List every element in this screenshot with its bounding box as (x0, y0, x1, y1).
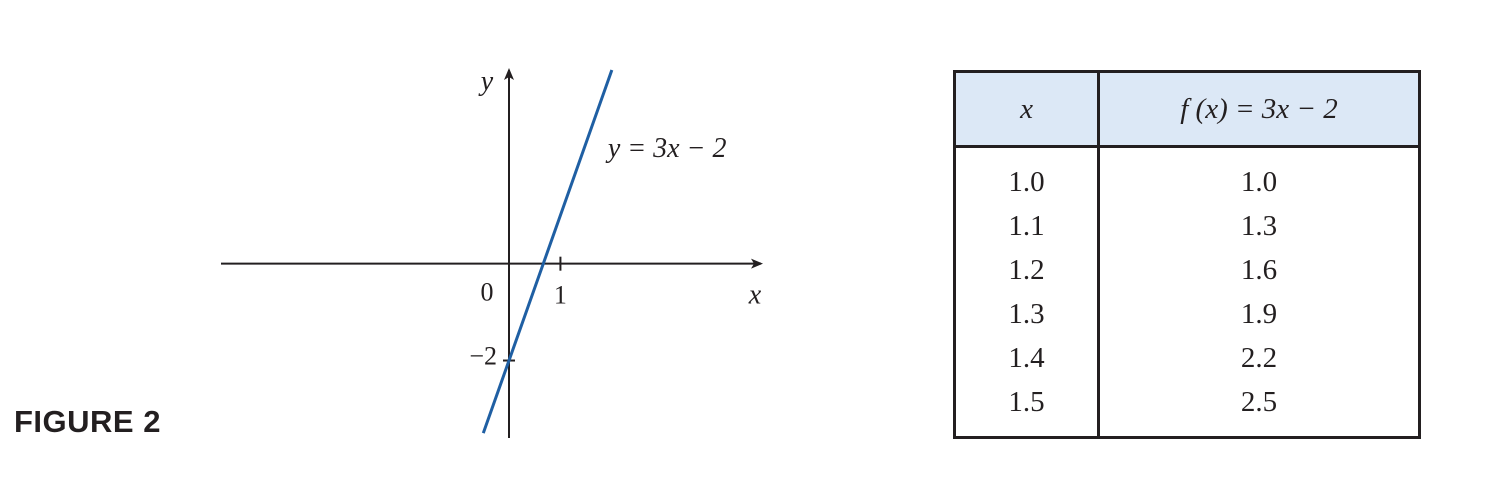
x-value-cell: 1.2 (954, 248, 1100, 292)
column-header-x: x (954, 71, 1100, 148)
table-row: 1.1 1.3 (954, 204, 1420, 248)
y-tick-label: −2 (469, 342, 497, 371)
x-value-cell: 1.5 (954, 380, 1100, 438)
table-row: 1.2 1.6 (954, 248, 1420, 292)
table-row: 1.4 2.2 (954, 336, 1420, 380)
fx-value-cell: 1.0 (1240, 165, 1278, 198)
fx-value-cell: 1.9 (1240, 297, 1278, 330)
origin-label: 0 (481, 278, 494, 307)
fx-value-cell: 2.2 (1240, 341, 1278, 374)
line-graph: 1 −2 0 x y y = 3x − 2 (221, 66, 763, 438)
series-label: y = 3x − 2 (605, 133, 727, 164)
fx-value-cell: 2.5 (1240, 385, 1278, 418)
table-row: 1.5 2.5 (954, 380, 1420, 438)
y-axis-label: y (478, 66, 494, 97)
x-tick-label: 1 (554, 281, 567, 310)
table-header-row: x f (x) = 3x − 2 (954, 71, 1420, 148)
series-line (481, 69, 614, 434)
fx-value-cell: 1.3 (1240, 209, 1278, 242)
x-axis-label: x (748, 280, 762, 311)
x-value-cell: 1.3 (954, 292, 1100, 336)
column-header-fx: f (x) = 3x − 2 (1098, 71, 1420, 148)
fx-value-cell: 1.6 (1240, 253, 1278, 286)
table-row: 1.3 1.9 (954, 292, 1420, 336)
x-value-cell: 1.1 (954, 204, 1100, 248)
x-value-cell: 1.0 (954, 146, 1100, 204)
figure-label: FIGURE 2 (14, 404, 161, 439)
x-value-cell: 1.4 (954, 336, 1100, 380)
table-row: 1.0 1.0 (954, 146, 1420, 204)
